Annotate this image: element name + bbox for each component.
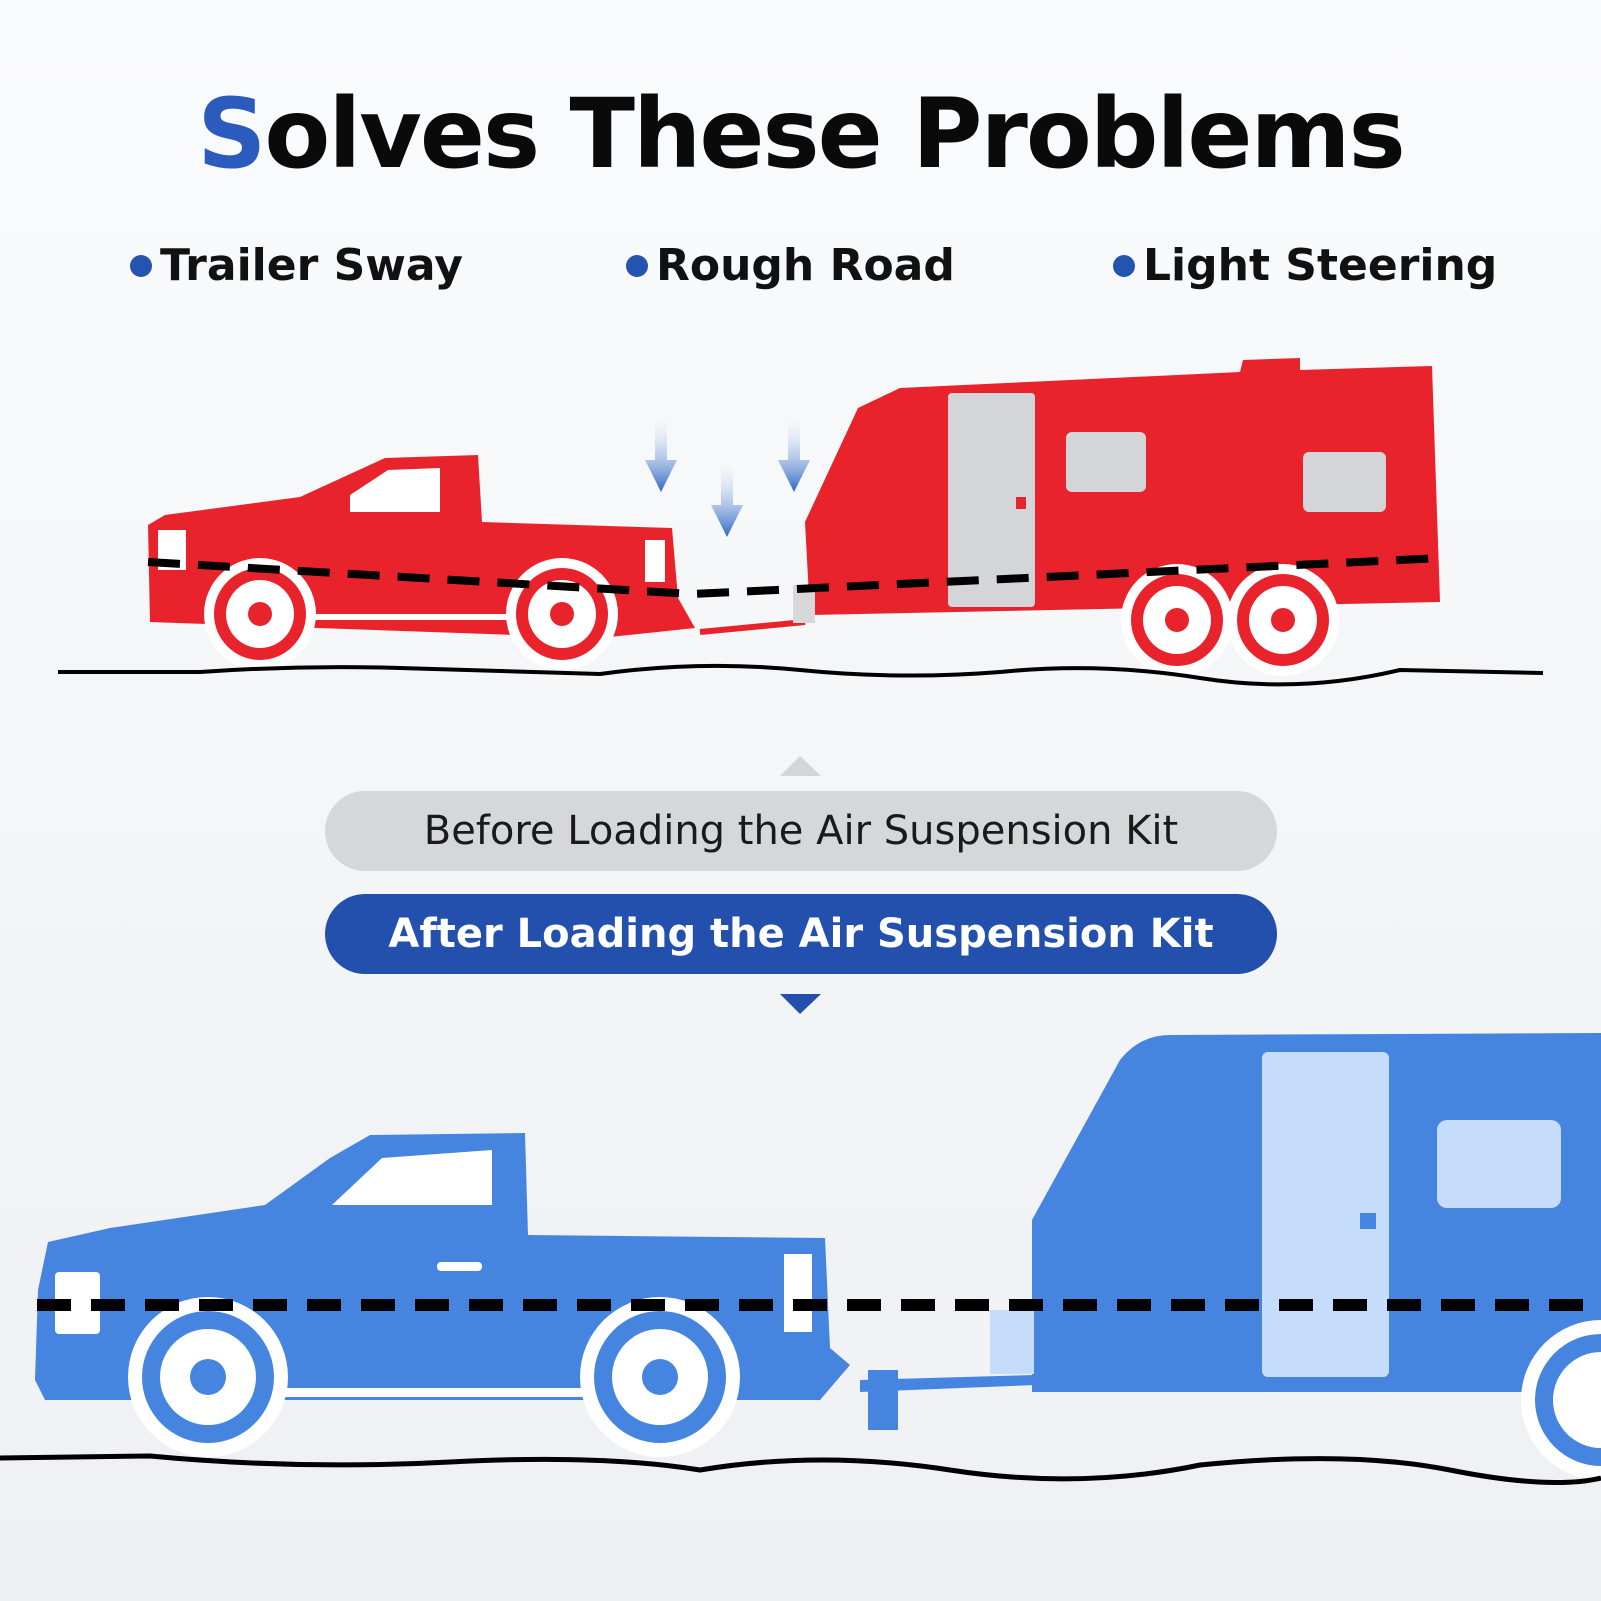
problem-label: Rough Road: [656, 240, 955, 291]
rough-road-before: [58, 663, 1544, 687]
wheel: [204, 558, 316, 670]
title-accent-letter: S: [197, 78, 266, 190]
load-arrows: [645, 410, 810, 537]
bullet-icon: [130, 254, 152, 277]
rough-road-after: [0, 1453, 1601, 1485]
wheel: [506, 558, 618, 670]
title-text: olves These Problems: [264, 78, 1405, 190]
problem-item: Trailer Sway: [130, 240, 463, 291]
bullet-icon: [1113, 254, 1135, 277]
problem-item: Rough Road: [626, 240, 955, 291]
up-triangle: [780, 756, 821, 776]
after-truck: [35, 1133, 1035, 1457]
before-truck: [148, 455, 806, 670]
level-line-before: [147, 554, 1443, 599]
problem-label: Light Steering: [1143, 240, 1498, 291]
down-triangle: [780, 994, 821, 1014]
after-trailer: [990, 1033, 1601, 1480]
page-title: Solves These Problems: [0, 78, 1601, 190]
before-label: Before Loading the Air Suspension Kit: [325, 791, 1277, 871]
bullet-icon: [626, 254, 648, 277]
before-trailer: [793, 358, 1440, 676]
problem-label: Trailer Sway: [160, 240, 463, 291]
problem-item: Light Steering: [1113, 240, 1497, 291]
after-label: After Loading the Air Suspension Kit: [325, 894, 1277, 974]
